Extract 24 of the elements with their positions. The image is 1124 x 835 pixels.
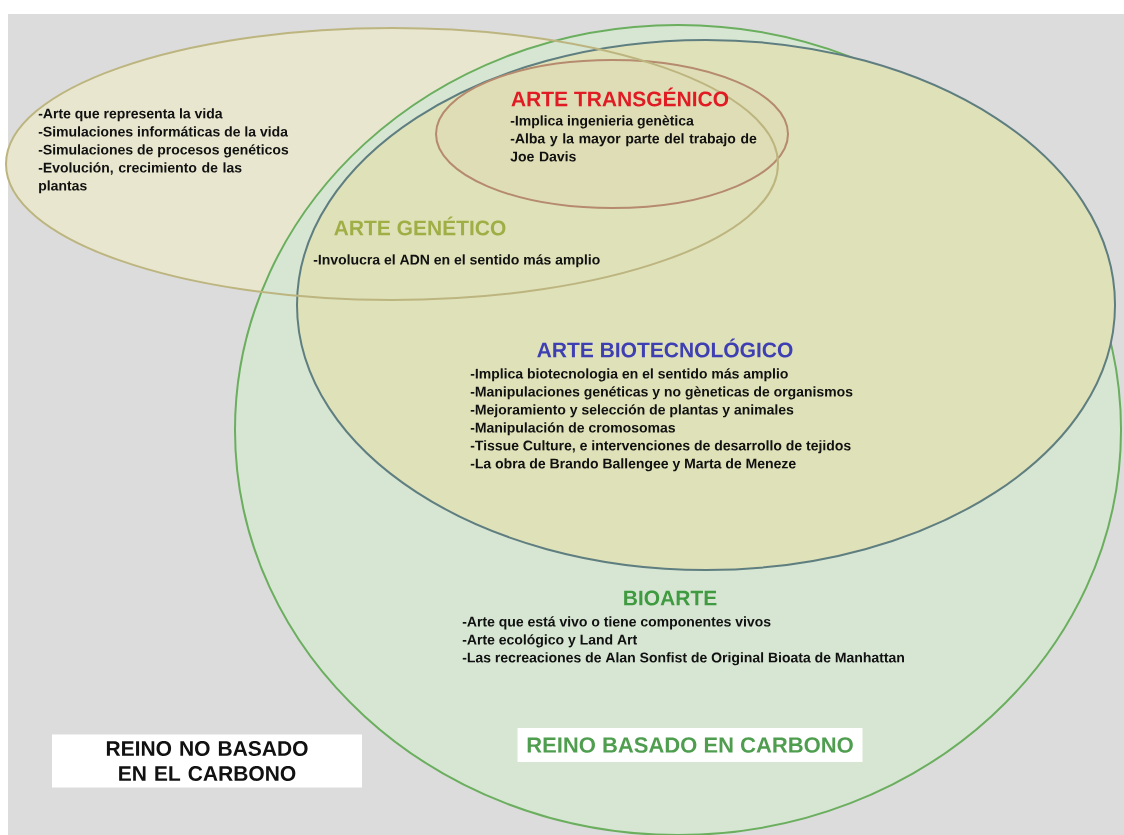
- bullet-text: -Implica ingenieria genètica: [510, 115, 694, 129]
- heading: ARTE GENÉTICO: [334, 216, 506, 236]
- heading: ARTE TRANSGÉNICO: [511, 87, 729, 107]
- region-label-box: REINO BASADO EN CARBONO: [517, 728, 863, 762]
- bullet-text: -Tissue Culture, e intervenciones de desarrollo de tejidos: [470, 440, 851, 454]
- transgenic-art-ellipse: [435, 59, 789, 209]
- genetic-art-ellipse: [5, 27, 779, 301]
- bullet-text: -Implica biotecnologia en el sentido más amplio: [470, 368, 788, 382]
- bullet-text: -Manipulación de cromosomas: [470, 422, 675, 436]
- bullet-text: -La obra de Brando Ballengee y Marta de Meneze: [470, 458, 796, 472]
- bullet-text: -Simulaciones de procesos genéticos: [38, 144, 289, 158]
- heading: ARTE BIOTECNOLÓGICO: [537, 338, 793, 358]
- bullet-text: -Involucra el ADN en el sentido más amplio: [313, 254, 600, 268]
- bullet-text: -Arte que representa la vida: [38, 108, 223, 122]
- bullet-text: -Arte que está vivo o tiene componentes vivos: [462, 616, 771, 630]
- bullet-text: -Alba y la mayor parte del trabajo de Joe Davis: [510, 133, 757, 162]
- bullet-text: -Mejoramiento y selección de plantas y animales: [470, 404, 794, 418]
- bullet-text: -Las recreaciones de Alan Sonfist de Original Bioata de Manhattan: [462, 652, 904, 666]
- region-label-box: REINO NO BASADO EN EL CARBONO: [52, 734, 362, 788]
- bullet-text: -Evolución, crecimiento de las plantas: [38, 162, 242, 194]
- heading: BIOARTE: [624, 590, 717, 606]
- bullet-text: -Simulaciones informáticas de la vida: [38, 126, 289, 137]
- bullet-text: -Manipulaciones genéticas y no gèneticas de organismos: [470, 386, 853, 400]
- bullet-text: -Arte ecológico y Land Art: [462, 634, 638, 648]
